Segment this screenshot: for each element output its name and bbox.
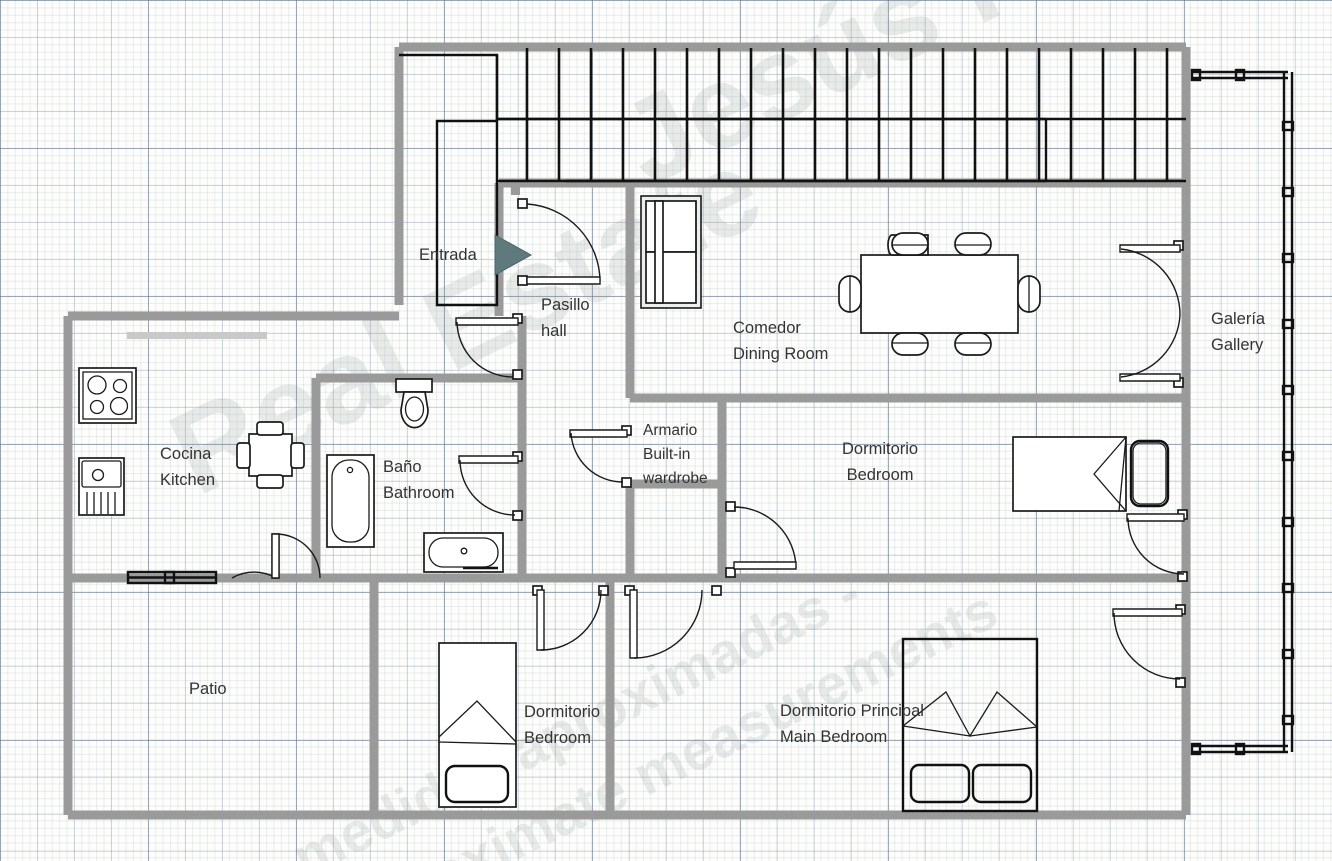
sofa-icon <box>640 195 702 309</box>
single-bed-bedroom1-icon <box>1012 436 1170 512</box>
kitchen-sink-icon <box>78 457 125 516</box>
room-label-main-bedroom-en: Main Bedroom <box>780 727 888 746</box>
door-wardrobe <box>569 425 632 488</box>
washbasin-icon <box>423 532 504 573</box>
door-mainbedroom-gallery <box>1112 604 1186 688</box>
room-label-galeria: Galería Gallery <box>1211 307 1265 358</box>
window-patio-north <box>126 570 218 585</box>
room-label-dormitorio-1-en: Bedroom <box>846 465 914 484</box>
door-bedroom2 <box>532 585 609 651</box>
kitchen-table-4-chairs-icon <box>236 421 305 489</box>
double-bed-icon <box>901 637 1039 813</box>
gallery-glazing <box>1190 68 1295 756</box>
room-label-galeria-en: Gallery <box>1211 335 1264 354</box>
room-label-comedor: Comedor Dining Room <box>733 316 828 367</box>
door-kitchen-patio <box>231 533 321 579</box>
wall-group-upper <box>394 42 1191 305</box>
room-label-dormitorio-1: Dormitorio Bedroom <box>842 437 918 488</box>
stove-4-burner-icon <box>78 367 137 424</box>
bathtub-vertical-icon <box>326 454 375 548</box>
room-label-dormitorio-2: Dormitorio Bedroom <box>524 700 600 751</box>
room-label-cocina: Cocina Kitchen <box>160 442 215 493</box>
room-label-pasillo-en: hall <box>541 321 567 340</box>
room-label-comedor-es: Comedor <box>733 319 801 337</box>
door-bedroom1-gallery <box>1126 509 1188 582</box>
entrance-arrow-icon <box>494 234 533 276</box>
room-label-main-bedroom-es: Dormitorio Principal <box>780 702 924 720</box>
door-mainbedroom-hall <box>624 585 722 659</box>
room-label-dormitorio-2-en: Bedroom <box>524 728 591 747</box>
room-label-bano: Baño Bathroom <box>383 455 455 506</box>
room-label-armario: Armario Built-in wardrobe <box>643 419 723 491</box>
room-label-bano-en: Bathroom <box>383 483 455 502</box>
door-kitchen-hall <box>455 313 523 380</box>
room-label-entrada-es: Entrada <box>419 246 477 264</box>
room-label-pasillo-es: Pasillo <box>541 296 590 314</box>
door-entrance <box>517 198 601 286</box>
room-label-armario-es: Armario <box>643 422 698 439</box>
room-label-entrada: Entrada <box>419 243 477 269</box>
door-bathroom <box>458 451 523 521</box>
room-label-dormitorio-2-es: Dormitorio <box>524 703 601 721</box>
door-dining-gallery-double <box>1119 240 1184 388</box>
door-hall-bedroom1 <box>725 501 797 578</box>
room-label-armario-en: Built-in wardrobe <box>643 446 708 488</box>
room-label-galeria-es: Galería <box>1211 310 1266 328</box>
dining-table-6-chairs-icon <box>838 232 1041 356</box>
toilet-icon <box>395 378 433 429</box>
room-label-cocina-en: Kitchen <box>160 470 216 489</box>
room-label-patio: Patio <box>189 677 227 703</box>
staircase <box>399 48 1186 307</box>
room-label-pasillo: Pasillo hall <box>541 293 590 344</box>
single-bed-bedroom2-icon <box>438 642 517 808</box>
room-label-bano-es: Baño <box>383 458 422 476</box>
room-label-comedor-en: Dining Room <box>733 344 829 363</box>
room-label-dormitorio-1-es: Dormitorio <box>842 440 919 458</box>
room-label-patio-es: Patio <box>189 680 227 698</box>
room-label-main-bedroom: Dormitorio Principal Main Bedroom <box>780 699 924 750</box>
window-kitchen-counter <box>127 332 267 339</box>
room-label-cocina-es: Cocina <box>160 445 212 463</box>
